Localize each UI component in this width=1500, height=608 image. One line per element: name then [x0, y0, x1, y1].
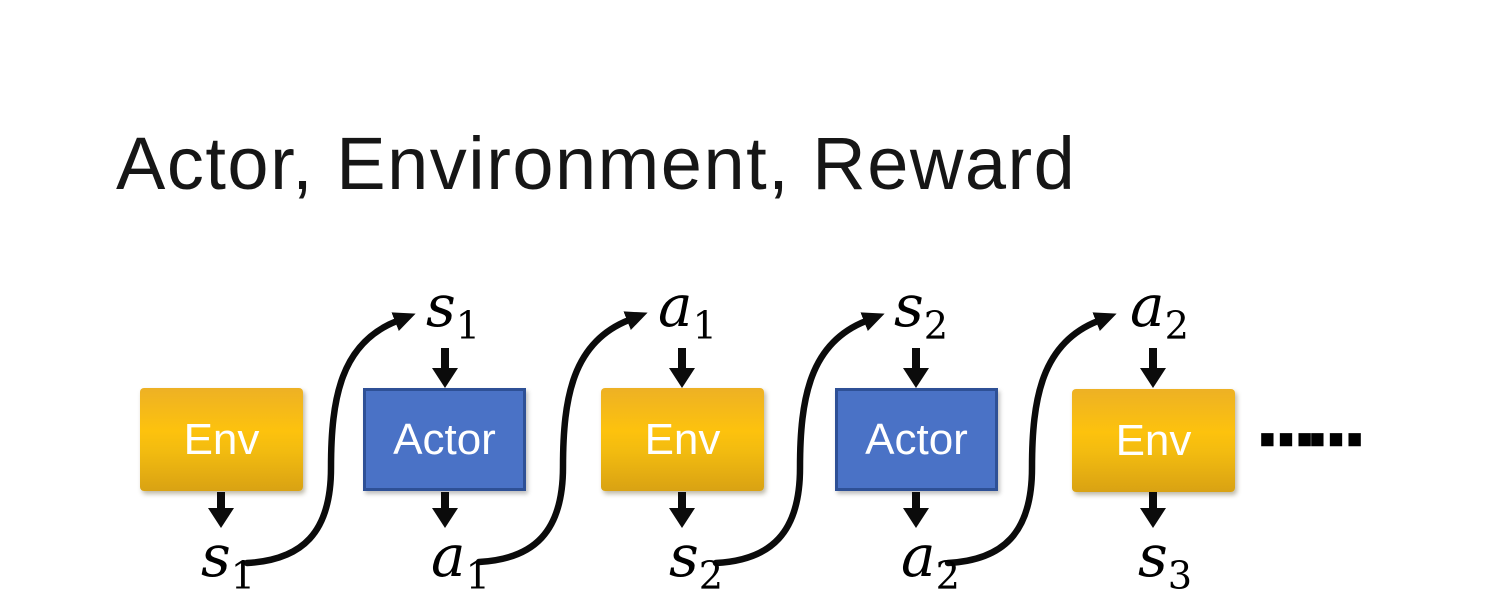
transition-curve-s1	[247, 321, 397, 563]
actor-box-2-label: Actor	[865, 414, 968, 464]
continuation-dots: ……	[1257, 393, 1366, 461]
bottom-label-a1: a1	[431, 522, 490, 599]
bottom-label-s3: s3	[1138, 522, 1193, 599]
transition-curve-a2	[948, 321, 1098, 563]
env-box-3-label: Env	[1115, 415, 1192, 465]
transition-curve-s2	[716, 321, 866, 563]
top-label-s1: s1	[426, 272, 481, 349]
transition-curve-a1	[479, 320, 629, 562]
env-box-2-label: Env	[644, 414, 721, 464]
bottom-label-s1: s1	[201, 522, 256, 599]
top-label-a2: a2	[1130, 272, 1189, 349]
env-box-1-label: Env	[183, 414, 260, 464]
bottom-label-a2: a2	[901, 522, 960, 599]
actor-box-2: Actor	[835, 388, 998, 491]
env-box-2: Env	[601, 388, 764, 491]
actor-box-1: Actor	[363, 388, 526, 491]
slide-title: Actor, Environment, Reward	[116, 122, 1077, 205]
env-box-1: Env	[140, 388, 303, 491]
actor-box-1-label: Actor	[393, 414, 496, 464]
env-box-3: Env	[1072, 389, 1235, 492]
top-label-s2: s2	[894, 272, 949, 349]
bottom-label-s2: s2	[669, 522, 724, 599]
top-label-a1: a1	[658, 272, 717, 349]
